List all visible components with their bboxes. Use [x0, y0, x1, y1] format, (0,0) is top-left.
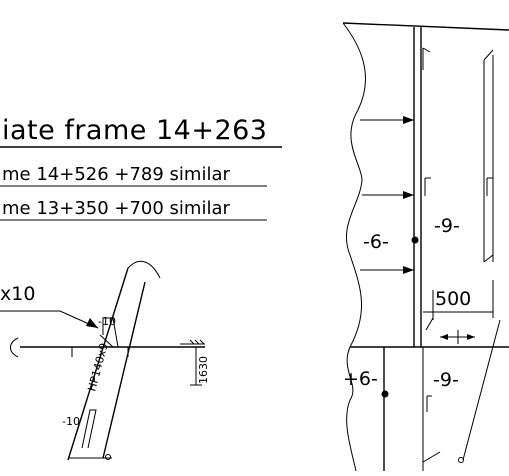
weld-leader — [0, 310, 99, 329]
hook-top — [422, 47, 431, 70]
heading-line-1: me 14+526 +789 similar — [2, 164, 231, 185]
lower-diagonal — [462, 319, 501, 461]
dim-slash — [425, 317, 434, 331]
hook-mid — [424, 177, 431, 196]
stiffener-bottom — [483, 254, 494, 263]
weld-dot-lower — [381, 390, 389, 398]
lower-bracket-right — [422, 451, 441, 463]
heading-line-2: me 13+350 +700 similar — [2, 198, 231, 219]
section-view: -6- -9- 500 +6- -9- — [342, 22, 509, 472]
section-break-line — [342, 22, 366, 348]
arrow-3-head — [403, 266, 414, 274]
heading-title: iate frame 14+263 — [2, 115, 268, 146]
hatch-2 — [194, 339, 200, 345]
section-top-edge — [342, 22, 509, 31]
stiffener-top — [483, 49, 494, 61]
plate-right-upper-label: -9- — [434, 215, 460, 237]
height-dim-label: 1630 — [197, 356, 210, 384]
hook-lower — [426, 395, 432, 412]
lower-node — [105, 454, 111, 460]
arrow-2-head — [403, 191, 414, 199]
section-break-line-lower — [346, 346, 357, 472]
weld-size-label: x10 — [0, 283, 35, 305]
plate-right-lower-label: -9- — [433, 369, 459, 391]
lower-bracket — [81, 409, 97, 449]
hatch-3 — [199, 339, 205, 345]
frame-detail: x10 HP140x9 -10 -10 1630 — [0, 260, 210, 461]
upper-bracket-diag — [99, 334, 114, 348]
upper-bracket-label: -10 — [98, 315, 116, 328]
plate-left-lower-label: +6- — [343, 368, 378, 390]
hatch-1 — [189, 339, 195, 345]
hook-right — [486, 177, 493, 196]
profile-inner-edge — [102, 281, 146, 459]
lower-bracket-label: -10 — [62, 415, 80, 428]
break-mark — [10, 337, 19, 358]
arrow-1-head — [403, 116, 414, 124]
weld-dot-upper — [411, 236, 419, 244]
lower-diagonal-node — [458, 457, 464, 463]
heading: iate frame 14+263 me 14+526 +789 similar… — [0, 115, 282, 221]
profile-outer-edge — [67, 267, 129, 461]
inner-dim-arrow-l — [440, 334, 448, 340]
profile-break — [127, 260, 161, 279]
plate-left-upper-label: -6- — [363, 231, 389, 253]
weld-leader-arrow — [86, 318, 98, 328]
upper-bracket — [102, 317, 119, 348]
profile-label: HP140x9 — [85, 342, 110, 393]
dimension-label: 500 — [435, 288, 471, 310]
inner-dim-arrow-r — [467, 334, 475, 340]
